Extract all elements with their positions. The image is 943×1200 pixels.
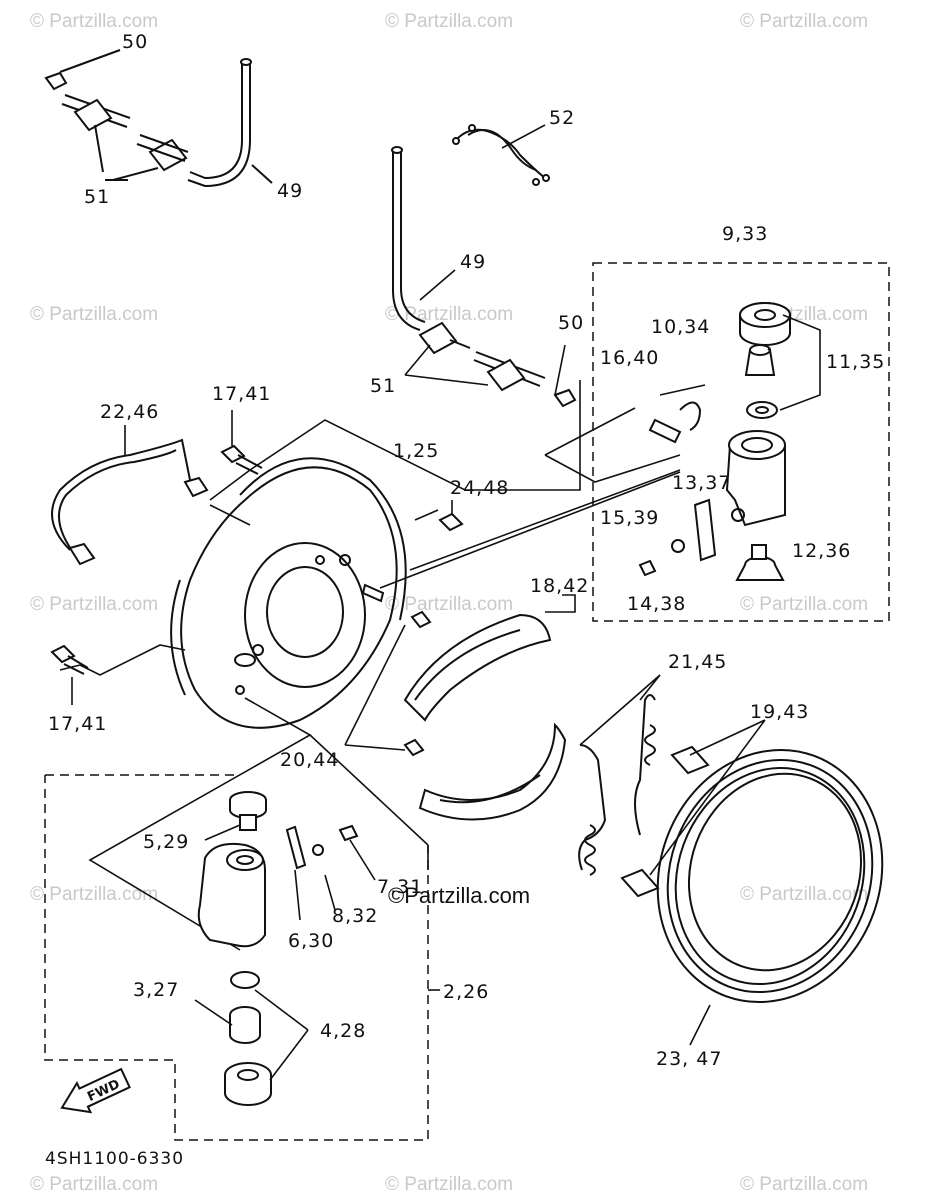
callout-label: 16,40 xyxy=(600,347,659,369)
return-springs xyxy=(578,674,661,876)
hose-assembly-middle xyxy=(391,146,577,408)
watermarks: © Partzilla.com © Partzilla.com © Partzi… xyxy=(30,11,868,1195)
watermark: © Partzilla.com xyxy=(740,11,868,32)
reference-lines xyxy=(59,380,681,951)
callout-label: 20,44 xyxy=(280,749,339,771)
callout-label: 3,27 xyxy=(133,979,179,1001)
callout-label: 5,29 xyxy=(143,831,189,853)
backing-plate xyxy=(170,457,407,729)
callout-label: 4,28 xyxy=(320,1020,366,1042)
callout-label: 49 xyxy=(277,180,303,202)
callout-label: 19,43 xyxy=(750,701,809,723)
callout-label: 17,41 xyxy=(48,713,107,735)
callout-label: 1,25 xyxy=(393,440,439,462)
callout-label: 8,32 xyxy=(332,905,378,927)
callout-label: 52 xyxy=(549,107,575,129)
callout-label: 23, 47 xyxy=(656,1048,722,1070)
callout-label: 12,36 xyxy=(792,540,851,562)
callout-label: 6,30 xyxy=(288,930,334,952)
watermark: © Partzilla.com xyxy=(30,884,158,905)
watermark: © Partzilla.com xyxy=(30,11,158,32)
center-watermark: ©Partzilla.com xyxy=(388,883,530,908)
callout-label: 10,34 xyxy=(651,316,710,338)
callout-label: 14,38 xyxy=(627,593,686,615)
wheel-cylinder-left xyxy=(194,791,440,1106)
watermark: © Partzilla.com xyxy=(385,11,513,32)
watermark: © Partzilla.com xyxy=(740,1174,868,1195)
brake-drum xyxy=(656,748,884,1046)
watermark: © Partzilla.com xyxy=(740,594,868,615)
callout-label: 17,41 xyxy=(212,383,271,405)
callout-label: 11,35 xyxy=(826,351,885,373)
hose-assembly-left xyxy=(44,49,273,188)
callout-label: 49 xyxy=(460,251,486,273)
callout-label: 9,33 xyxy=(722,223,768,245)
callout-label: 18,42 xyxy=(530,575,589,597)
callout-label: 22,46 xyxy=(100,401,159,423)
callout-label: 21,45 xyxy=(668,651,727,673)
forward-arrow-icon: FWD xyxy=(60,1067,131,1114)
callout-label: 13,37 xyxy=(672,472,731,494)
watermark: © Partzilla.com xyxy=(30,594,158,615)
kit-box-9-33 xyxy=(592,262,890,622)
callout-label: 51 xyxy=(84,186,110,208)
callout-label: 51 xyxy=(370,375,396,397)
wheel-cylinder-right xyxy=(638,302,821,581)
bolts xyxy=(50,410,464,705)
callout-label: 2,26 xyxy=(443,981,489,1003)
callout-labels: 50 51 49 52 49 50 51 9,33 10,34 11,35 16… xyxy=(45,31,885,1169)
clip-52 xyxy=(452,124,550,186)
watermark: © Partzilla.com xyxy=(30,304,158,325)
diagram-code: 4SH1100-6330 xyxy=(45,1149,184,1169)
callout-label: 7,31 xyxy=(377,876,423,898)
callout-label: 50 xyxy=(122,31,148,53)
callout-label: 50 xyxy=(558,312,584,334)
watermark: © Partzilla.com xyxy=(385,594,513,615)
kit-box-2-26 xyxy=(44,774,429,1141)
watermark: © Partzilla.com xyxy=(740,884,868,905)
brake-shoes xyxy=(344,594,576,821)
callout-label: 15,39 xyxy=(600,507,659,529)
watermark: © Partzilla.com xyxy=(30,1174,158,1195)
watermark: © Partzilla.com xyxy=(385,1174,513,1195)
callout-label: 24,48 xyxy=(450,477,509,499)
brake-hose-22 xyxy=(51,425,209,566)
